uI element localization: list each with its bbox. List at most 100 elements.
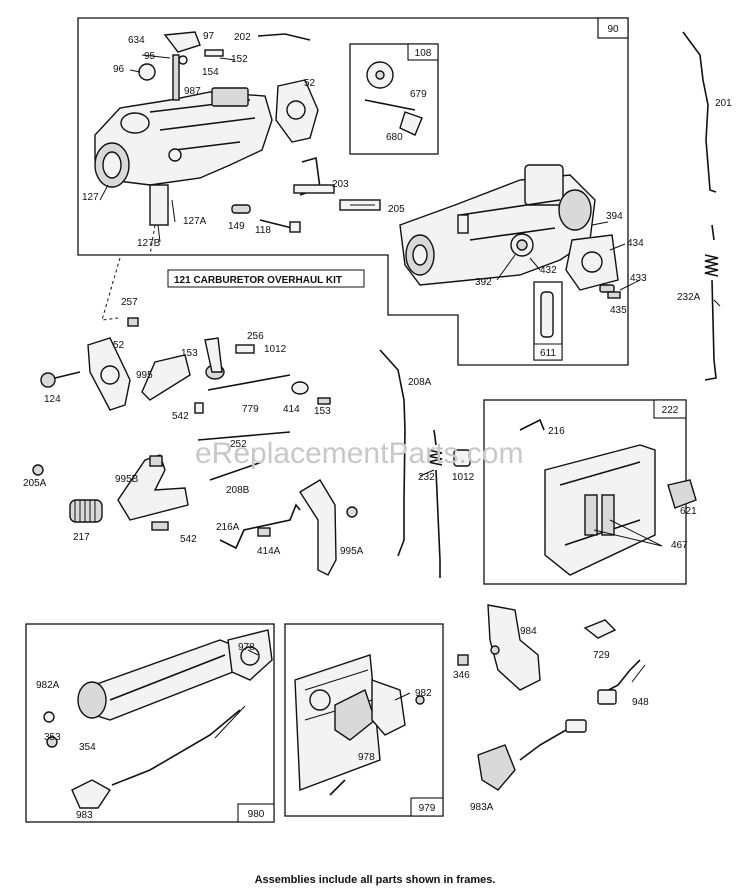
frame-108-outline (349, 43, 439, 155)
screw-124 (40, 371, 81, 388)
leader-lines (99, 54, 721, 701)
label-202: 202 (234, 32, 251, 43)
screw-542-lower (151, 521, 169, 531)
label-433: 433 (630, 273, 647, 284)
label-983: 983 (76, 810, 93, 821)
label-414A: 414A (257, 546, 281, 557)
frame-90-outline (77, 17, 629, 366)
label-542-lower: 542 (180, 534, 197, 545)
label-679: 679 (410, 89, 427, 100)
label-434: 434 (627, 238, 644, 249)
label-201: 201 (715, 98, 732, 109)
screw-346 (457, 654, 469, 666)
label-984: 984 (520, 626, 537, 637)
figure-caption: Assemblies include all parts shown in fr… (254, 874, 496, 886)
label-983A: 983A (470, 802, 494, 813)
label-256: 256 (247, 331, 264, 342)
label-995B: 995B (115, 474, 139, 485)
nut-205A (32, 464, 44, 476)
frame-108-number-box (407, 43, 439, 61)
screw-257 (127, 317, 139, 327)
label-467: 467 (671, 540, 688, 551)
label-216: 216 (548, 426, 565, 437)
governor-link-201 (682, 31, 717, 193)
part-labels: 634 97 202 95 152 96 154 987 52 127 127A… (23, 31, 732, 821)
label-118: 118 (255, 225, 271, 236)
label-995: 995 (136, 370, 153, 381)
label-97: 97 (203, 31, 215, 42)
ignition-assembly-980 (43, 629, 273, 809)
bracket-984 (487, 604, 541, 691)
label-621: 621 (680, 506, 697, 517)
overhaul-kit-label: 121 CARBURETOR OVERHAUL KIT (174, 275, 342, 286)
spring-232A (704, 224, 719, 381)
label-995A: 995A (340, 546, 364, 557)
governor-lever-995 (141, 337, 331, 414)
choke-shaft-parts (138, 31, 311, 101)
carburetor-body-left (94, 87, 273, 256)
label-432: 432 (540, 265, 557, 276)
label-205: 205 (388, 204, 405, 215)
label-149: 149 (228, 221, 245, 232)
label-154: 154 (202, 67, 219, 78)
label-95: 95 (144, 51, 156, 62)
link-208B (209, 461, 263, 481)
label-779: 779 (242, 404, 259, 415)
label-982A: 982A (36, 680, 60, 691)
watermark: eReplacementParts.com (195, 437, 523, 470)
frame-611-number-box (533, 343, 563, 361)
label-52-lower: 52 (113, 340, 125, 351)
label-729: 729 (593, 650, 610, 661)
label-634: 634 (128, 35, 145, 46)
label-354: 354 (79, 742, 96, 753)
bracket-995B (117, 454, 189, 521)
label-205A: 205A (23, 478, 47, 489)
frame-979-number-box (410, 797, 444, 817)
label-346: 346 (453, 670, 470, 681)
clip-1012 (453, 449, 471, 467)
label-435: 435 (610, 305, 627, 316)
frame-611-number: 611 (540, 348, 556, 359)
gasket-52-upper (275, 79, 319, 143)
frame-980-number: 980 (248, 809, 265, 820)
link-252 (197, 431, 291, 441)
frame-980-outline (25, 623, 275, 823)
label-1012-upper: 1012 (264, 344, 287, 355)
lever-995A (299, 479, 358, 576)
label-152: 152 (231, 54, 248, 65)
label-542-upper: 542 (172, 411, 189, 422)
control-bracket-222 (519, 418, 697, 576)
label-394: 394 (606, 211, 623, 222)
fuel-bowl-parts (565, 234, 621, 299)
frame-979-number: 979 (419, 803, 436, 814)
frame-979-outline (284, 623, 444, 817)
overhaul-kit-box (167, 269, 365, 288)
carburetor-body-right (399, 164, 596, 286)
link-208A (379, 349, 406, 557)
harness-948 (597, 659, 646, 705)
label-217: 217 (73, 532, 90, 543)
label-1012-lower: 1012 (452, 472, 475, 483)
label-127: 127 (82, 192, 99, 203)
frame-222-number-box (653, 399, 687, 419)
label-153-upper: 153 (181, 348, 198, 359)
frame-222-number: 222 (662, 405, 679, 416)
fuel-pump-parts (364, 61, 423, 136)
label-978-center: 978 (358, 752, 375, 763)
frame-90-number: 90 (607, 24, 619, 35)
dashed-leader-257 (101, 257, 121, 321)
mixture-screws (231, 204, 301, 233)
link-216A (219, 503, 301, 550)
frame-980-number-box (237, 803, 275, 823)
label-232: 232 (418, 472, 435, 483)
ignition-assembly-979 (294, 654, 425, 796)
label-203: 203 (332, 179, 349, 190)
label-987: 987 (184, 86, 201, 97)
label-232A: 232A (677, 292, 701, 303)
frame-108-number: 108 (415, 48, 432, 59)
label-252: 252 (230, 439, 247, 450)
label-127A: 127A (183, 216, 207, 227)
label-52-upper: 52 (304, 78, 316, 89)
main-jet-611 (540, 291, 554, 338)
